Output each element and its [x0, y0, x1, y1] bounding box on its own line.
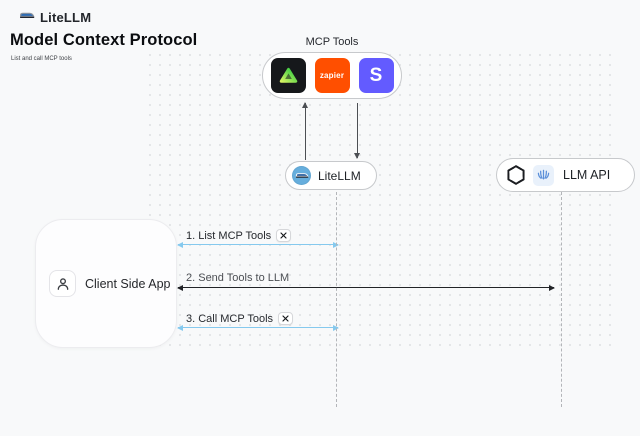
green-triangle-icon — [270, 58, 306, 93]
user-icon — [49, 270, 76, 297]
tools-badge-icon — [278, 312, 294, 325]
arrow-list-mcp-tools — [177, 242, 339, 249]
arrow-send-tools-to-llm — [177, 285, 555, 292]
blue-hand-provider-icon — [533, 164, 554, 186]
sequence-step-2-label: 2. Send Tools to LLM — [186, 272, 289, 284]
page-subtitle: List and call MCP tools — [11, 56, 72, 62]
zapier-icon: zapier — [314, 58, 350, 93]
litellm-logo-icon — [292, 166, 311, 185]
mcp-tools-box: zapier S — [262, 52, 402, 99]
sequence-step-2-text: 2. Send Tools to LLM — [186, 272, 290, 284]
sequence-step-1-label: 1. List MCP Tools — [186, 229, 292, 242]
sequence-step-1-text: 1. List MCP Tools — [186, 229, 272, 242]
page-title: Model Context Protocol — [10, 31, 198, 49]
brand-label: LiteLLM — [40, 9, 92, 25]
litellm-train-icon — [19, 8, 35, 26]
arrow-call-mcp-tools — [177, 325, 339, 332]
llm-api-node-label: LLM API — [563, 168, 611, 182]
client-side-app-label: Client Side App — [85, 276, 171, 291]
tools-badge-icon — [276, 229, 292, 242]
sequence-step-3-label: 3. Call MCP Tools — [186, 312, 294, 325]
stripe-icon: S — [358, 58, 394, 93]
llm-api-node: LLM API — [496, 158, 635, 192]
sequence-step-3-text: 3. Call MCP Tools — [186, 312, 274, 325]
litellm-node: LiteLLM — [285, 161, 377, 190]
arrow-mcp-to-litellm — [353, 103, 360, 159]
arrow-litellm-to-mcp — [301, 102, 308, 160]
llm-api-lifeline — [561, 192, 562, 407]
openai-icon — [505, 164, 527, 186]
litellm-lifeline — [336, 192, 337, 407]
litellm-node-label: LiteLLM — [318, 168, 361, 183]
client-side-app-node: Client Side App — [35, 219, 177, 348]
brand: LiteLLM — [19, 8, 91, 26]
mcp-tools-label: MCP Tools — [305, 36, 359, 48]
